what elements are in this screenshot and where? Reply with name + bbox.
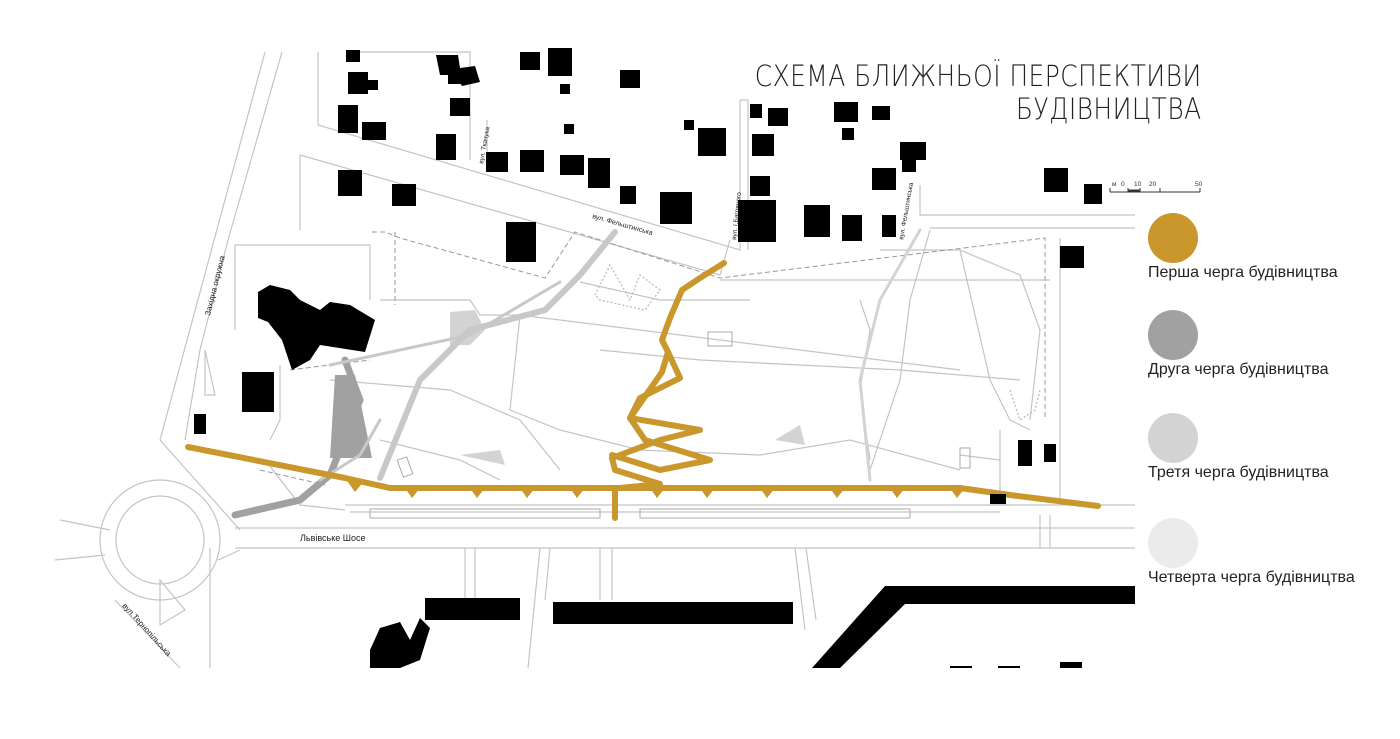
first-stage-paths — [185, 260, 1101, 521]
second-stage-paths — [231, 228, 922, 519]
legend-item-second-stage: Друга черга будівництва — [1148, 310, 1400, 379]
scale-bar — [1109, 188, 1201, 193]
second-stage-elements — [330, 310, 805, 465]
legend-label-first-stage: Перша черга будівництва — [1148, 264, 1338, 281]
legend-swatch-fourth-stage — [1148, 518, 1198, 568]
scale-tick-50: 50 — [1195, 181, 1203, 188]
scale-unit: м — [1112, 181, 1117, 188]
street-label-lvivske: Львівське Шосе — [300, 533, 366, 543]
scale-tick-0: 0 — [1121, 181, 1125, 188]
scale-bar-labels: м 0 10 20 50 — [1112, 181, 1203, 188]
first-stage-markers — [345, 478, 965, 498]
legend-swatch-third-stage — [1148, 413, 1198, 463]
legend-label-second-stage: Друга черга будівництва — [1148, 361, 1329, 378]
street-label-zakhidna: Західна окружна — [203, 254, 227, 316]
legend-item-third-stage: Третя черга будівництва — [1148, 413, 1400, 482]
legend-item-fourth-stage: Четверта черга будівництва — [1148, 518, 1400, 587]
street-label-felshtynska-2: вул. Фельштинська — [898, 182, 915, 241]
street-label-bahrianoho: вул. І.Багряного — [731, 192, 743, 241]
street-labels: Західна окружна вул.Тернопільська Львівс… — [121, 126, 916, 658]
dashed-boundaries — [259, 231, 1046, 486]
parking-rows — [369, 331, 971, 519]
scale-tick-10: 10 — [1134, 181, 1142, 188]
legend-label-fourth-stage: Четверта черга будівництва — [1148, 569, 1355, 586]
legend-swatch-first-stage — [1148, 213, 1198, 263]
street-label-felshtynska-1: вул. Фельштинська — [591, 213, 653, 237]
buildings[interactable] — [194, 48, 1135, 668]
scale-tick-20: 20 — [1149, 181, 1157, 188]
map-title-line-1: СХЕМА БЛИЖНЬОЇ ПЕРСПЕКТИВИ — [755, 59, 1202, 93]
playground-outline — [594, 263, 1041, 422]
map-title: СХЕМА БЛИЖНЬОЇ ПЕРСПЕКТИВИ БУДІВНИЦТВА — [755, 60, 1202, 126]
legend-swatch-second-stage — [1148, 310, 1198, 360]
legend-item-first-stage: Перша черга будівництва — [1148, 213, 1400, 282]
street-network — [54, 51, 1135, 669]
map-title-line-2: БУДІВНИЦТВА — [1016, 92, 1202, 126]
legend-label-third-stage: Третя черга будівництва — [1148, 464, 1329, 481]
street-label-ternopilska: вул.Тернопільська — [121, 601, 174, 658]
